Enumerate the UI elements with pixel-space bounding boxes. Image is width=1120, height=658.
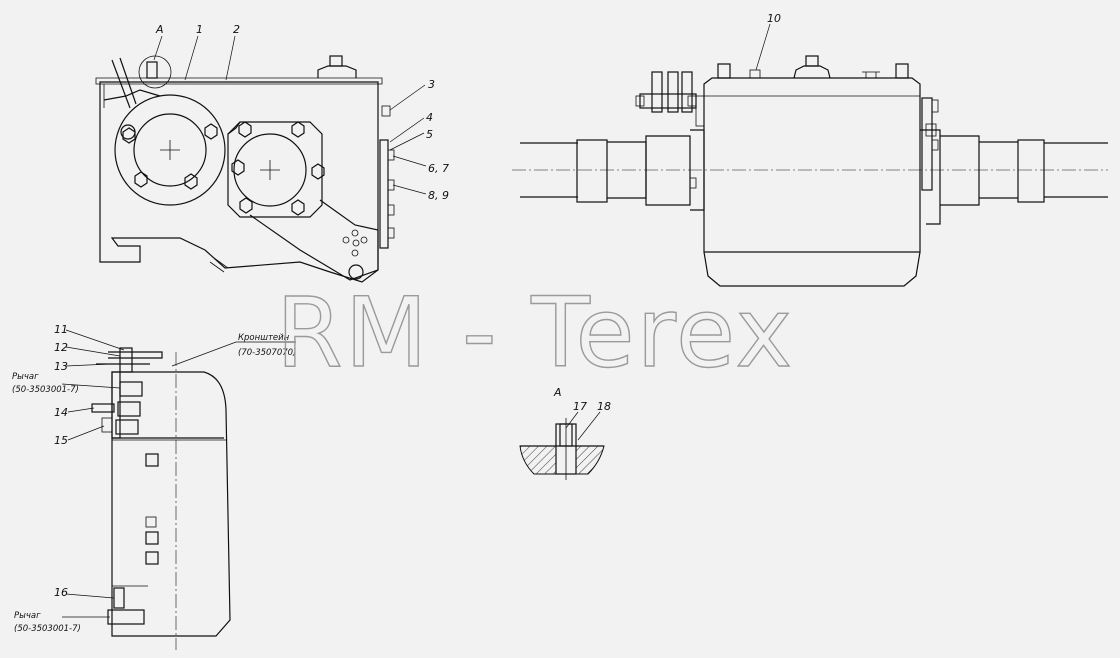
bracket-note-code: (70-3507070) [238,348,296,358]
lever-note-bottom-code: (50-3503001-7) [14,624,81,634]
partial-vertical-view [91,347,231,650]
callout-14: 14 [54,406,68,419]
callout-3: 3 [428,78,435,91]
callout-11: 11 [54,323,68,336]
callout-12: 12 [54,341,68,354]
callout-2: 2 [233,23,240,36]
watermark-text: RM - Terex [276,277,794,389]
callout-6-7: 6, 7 [428,162,449,175]
callout-16: 16 [54,586,68,599]
bracket-note-name: Кронштейн [238,333,290,343]
partial-view-leaders [61,329,296,618]
view-label-a: A [155,23,164,36]
detail-a-section [519,418,605,480]
callout-10: 10 [767,12,781,25]
callout-4: 4 [426,111,433,124]
callout-18: 18 [597,400,611,413]
callout-17: 17 [573,400,587,413]
lever-note-top-name: Рычаг [12,372,39,382]
side-view-leaders [153,35,427,195]
lever-note-bottom-name: Рычаг [14,611,41,621]
callout-5: 5 [426,128,433,141]
detail-label-a: A [553,386,562,399]
side-view [95,55,395,283]
callout-8-9: 8, 9 [428,189,449,202]
front-view [512,55,1108,287]
callout-1: 1 [196,23,203,36]
callout-13: 13 [54,360,68,373]
callout-15: 15 [54,434,68,447]
lever-note-top-code: (50-3503001-7) [12,385,79,395]
